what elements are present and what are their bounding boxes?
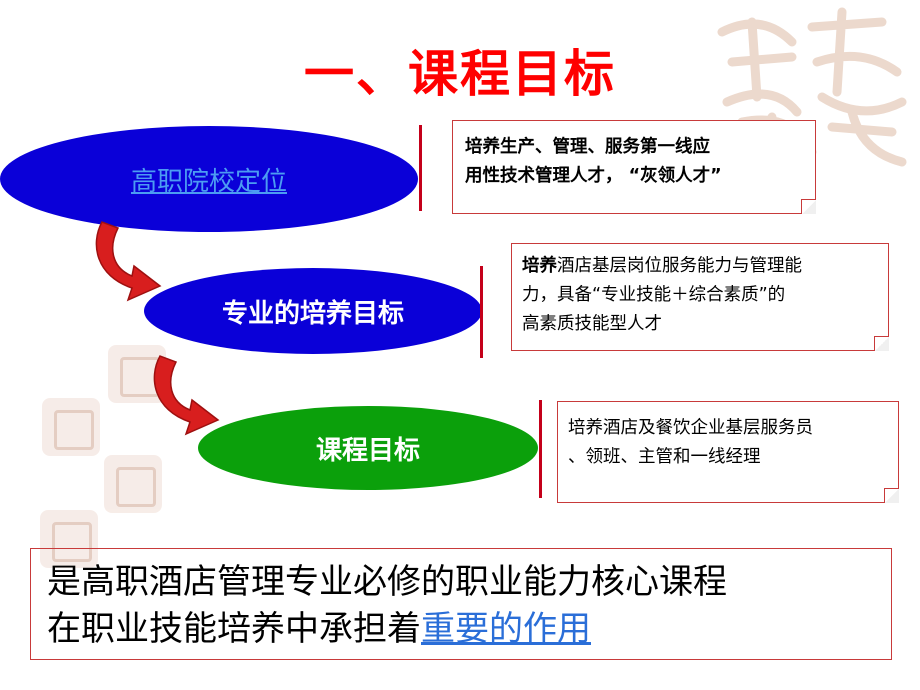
level-1-divider xyxy=(419,125,422,211)
page-title: 一、课程目标 xyxy=(304,45,616,103)
level-2-note-line-1: 培养酒店基层岗位服务能力与管理能 xyxy=(522,252,878,281)
level-3-note-line-1: 培养酒店及餐饮企业基层服务员 xyxy=(568,418,813,438)
decorative-seal-icon xyxy=(40,510,98,568)
level-2-note-line-2: 力，具备“专业技能＋综合素质”的 xyxy=(522,285,786,305)
curved-arrow-icon xyxy=(95,221,162,302)
decorative-seal-icon xyxy=(42,398,100,456)
summary-link[interactable]: 重要的作用 xyxy=(421,609,591,649)
level-1-note: 培养生产、管理、服务第一线应 用性技术管理人才， “灰领人才” xyxy=(452,120,816,214)
level-2-note-line-3: 高素质技能型人才 xyxy=(522,314,662,334)
level-3-note: 培养酒店及餐饮企业基层服务员 、领班、主管和一线经理 xyxy=(557,401,899,503)
summary-box: 是高职酒店管理专业必修的职业能力核心课程 在职业技能培养中承担着重要的作用 xyxy=(30,548,892,660)
summary-line-1: 是高职酒店管理专业必修的职业能力核心课程 xyxy=(47,562,727,602)
summary-line-2-text: 在职业技能培养中承担着 xyxy=(47,609,421,649)
summary-line-2: 在职业技能培养中承担着重要的作用 xyxy=(47,606,875,653)
level-1-ellipse: 高职院校定位 xyxy=(0,126,418,232)
level-2-note-bold: 培养 xyxy=(522,256,557,276)
decorative-seal-icon xyxy=(104,455,162,513)
level-2-divider xyxy=(480,266,483,358)
level-2-ellipse: 专业的培养目标 xyxy=(144,268,482,354)
level-1-link[interactable]: 高职院校定位 xyxy=(130,166,287,197)
level-3-note-line-2: 、领班、主管和一线经理 xyxy=(568,447,761,467)
level-2-note: 培养酒店基层岗位服务能力与管理能 力，具备“专业技能＋综合素质”的 高素质技能型… xyxy=(511,243,889,351)
curved-arrow-icon xyxy=(153,355,220,436)
level-3-label: 课程目标 xyxy=(315,435,420,466)
level-1-note-line-1: 培养生产、管理、服务第一线应 xyxy=(465,137,710,157)
level-2-label: 专业的培养目标 xyxy=(221,298,404,329)
level-3-ellipse: 课程目标 xyxy=(198,406,538,490)
level-3-divider xyxy=(539,400,542,498)
level-1-note-line-2: 用性技术管理人才， “灰领人才” xyxy=(465,166,722,186)
level-2-note-line-1-text: 酒店基层岗位服务能力与管理能 xyxy=(557,256,802,276)
